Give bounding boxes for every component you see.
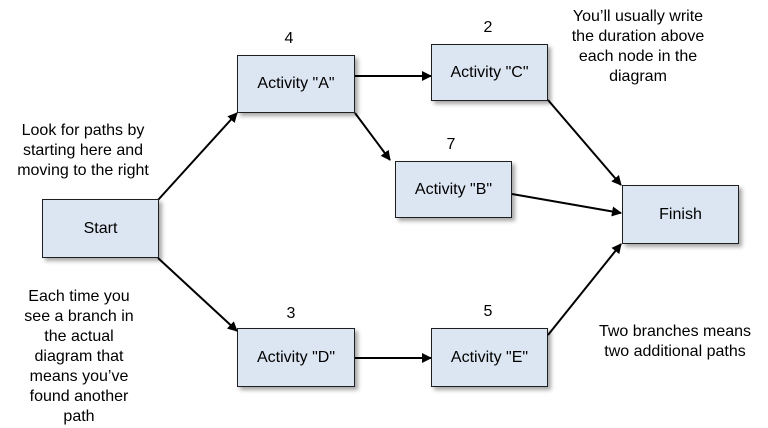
- arrow-start-to-a: [157, 112, 238, 201]
- note-line: starting here and: [22, 142, 144, 159]
- note-line: Two branches means: [598, 323, 752, 340]
- arrow-a-to-b: [354, 112, 391, 161]
- note-line: moving to the right: [17, 162, 149, 179]
- note-line: found another: [29, 388, 129, 405]
- arrow-c-to-finish: [547, 99, 622, 186]
- note-line: means you’ve: [29, 368, 129, 385]
- arrow-e-to-finish: [547, 243, 622, 336]
- node-activity-e: Activity "E": [431, 328, 548, 387]
- note-line: the duration above: [571, 28, 705, 45]
- arrow-b-to-finish: [511, 193, 622, 217]
- node-activity-c: Activity "C": [431, 44, 548, 101]
- note-duration-above: You’ll usually write the duration above …: [558, 7, 718, 87]
- note-look-for-paths: Look for paths by starting here and movi…: [4, 121, 162, 181]
- note-line: the actual: [44, 328, 114, 345]
- node-finish: Finish: [622, 185, 739, 244]
- duration-e: 5: [483, 303, 493, 320]
- note-line: two additional paths: [604, 343, 746, 360]
- arrow-start-to-d: [157, 257, 238, 332]
- note-line: Look for paths by: [21, 122, 145, 139]
- duration-a: 4: [284, 30, 294, 47]
- note-line: Each time you: [28, 288, 130, 305]
- duration-c: 2: [483, 19, 493, 36]
- node-activity-a: Activity "A": [237, 55, 355, 113]
- node-activity-d: Activity "D": [237, 328, 355, 387]
- node-start: Start: [42, 199, 159, 258]
- note-line: see a branch in: [24, 308, 134, 325]
- note-line: each node in the: [578, 48, 698, 65]
- note-line: diagram that: [34, 348, 124, 365]
- note-line: You’ll usually write: [572, 8, 704, 25]
- node-activity-b: Activity "B": [395, 161, 512, 218]
- note-line: diagram: [609, 68, 667, 85]
- note-line: path: [63, 408, 95, 425]
- note-two-branches: Two branches means two additional paths: [584, 322, 766, 362]
- duration-d: 3: [286, 305, 296, 322]
- note-each-branch: Each time you see a branch in the actual…: [10, 287, 148, 427]
- duration-b: 7: [446, 136, 456, 153]
